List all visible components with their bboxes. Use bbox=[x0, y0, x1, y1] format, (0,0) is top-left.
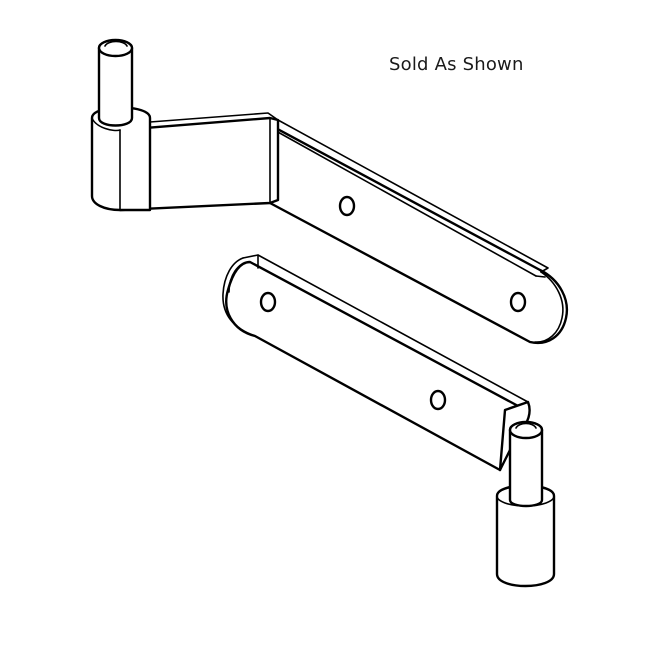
lower-strap-hole-1 bbox=[259, 291, 277, 313]
upper-strap-hole-2 bbox=[509, 291, 527, 313]
upper-hinge-part bbox=[90, 38, 569, 345]
lower-strap-hole-2 bbox=[429, 389, 447, 411]
upper-strap-hole-1 bbox=[338, 195, 356, 217]
upper-strap-top-edge bbox=[277, 119, 549, 273]
lower-pin-top bbox=[508, 420, 544, 440]
lower-hinge-part bbox=[222, 254, 556, 588]
upper-pin-top bbox=[97, 38, 134, 58]
sold-as-shown-note: Sold As Shown bbox=[389, 54, 524, 75]
